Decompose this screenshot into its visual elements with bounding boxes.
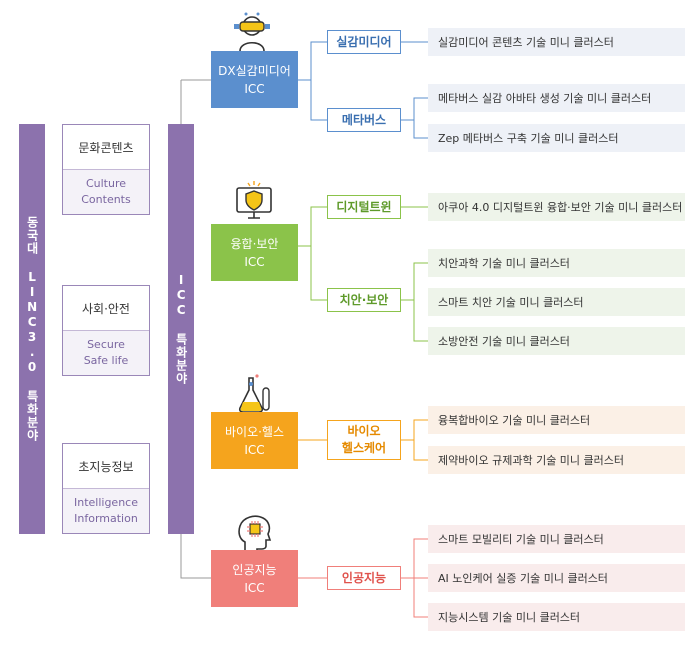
cluster-item: 치안과학 기술 미니 클러스터: [428, 249, 685, 277]
icc-subtitle: ICC: [244, 254, 265, 269]
icc-box-convergence-security: 융합·보안 ICC: [211, 224, 298, 281]
cluster-item: 스마트 모빌리티 기술 미니 클러스터: [428, 525, 685, 553]
cluster-item: 실감미디어 콘텐츠 기술 미니 클러스터: [428, 28, 685, 56]
monitor-shield-icon: [236, 181, 272, 219]
icc-subtitle: ICC: [244, 442, 265, 457]
linc-label: 동국대 LINC3.0 특화분야: [25, 216, 40, 442]
ai-brain-chip-icon: [238, 515, 272, 550]
cluster-item: AI 노인케어 실증 기술 미니 클러스터: [428, 564, 685, 592]
cluster-item: 아쿠아 4.0 디지털트윈 융합·보안 기술 미니 클러스터: [428, 193, 685, 221]
sub-digital-twin: 디지털트윈: [327, 195, 401, 219]
cluster-item: 소방안전 기술 미니 클러스터: [428, 327, 685, 355]
cluster-item: 융복합바이오 기술 미니 클러스터: [428, 406, 685, 434]
icc-bar-label: ICC 특화분야: [174, 273, 189, 385]
cluster-item: Zep 메타버스 구축 기술 미니 클러스터: [428, 124, 685, 152]
vr-headset-person-icon: [234, 12, 270, 52]
cluster-item: 지능시스템 기술 미니 클러스터: [428, 603, 685, 631]
sub-bio-healthcare: 바이오 헬스케어: [327, 420, 401, 460]
sub-metaverse: 메타버스: [327, 108, 401, 132]
icc-subtitle: ICC: [244, 580, 265, 595]
category-korean-label: 사회·안전: [63, 286, 149, 331]
icc-box-bio-health: 바이오·헬스 ICC: [211, 412, 298, 469]
icc-title: DX실감미디어: [218, 63, 291, 78]
cluster-item: 메타버스 실감 아바타 생성 기술 미니 클러스터: [428, 84, 685, 112]
sub-realistic-media: 실감미디어: [327, 30, 401, 54]
icc-box-artificial-intelligence: 인공지능 ICC: [211, 550, 298, 607]
linc-specialized-field-bar: 동국대 LINC3.0 특화분야: [19, 124, 45, 534]
sub-artificial-intelligence: 인공지능: [327, 566, 401, 590]
sub-police-security: 치안·보안: [327, 288, 401, 312]
category-korean-label: 문화콘텐츠: [63, 125, 149, 170]
lab-flask-icon: [238, 374, 270, 413]
icc-title: 융합·보안: [230, 236, 279, 251]
category-korean-label: 초지능정보: [63, 444, 149, 489]
icc-box-dx-realistic-media: DX실감미디어 ICC: [211, 51, 298, 108]
icc-title: 인공지능: [232, 562, 277, 577]
icc-title: 바이오·헬스: [224, 424, 284, 439]
cluster-item: 제약바이오 규제과학 기술 미니 클러스터: [428, 446, 685, 474]
cluster-item: 스마트 치안 기술 미니 클러스터: [428, 288, 685, 316]
icc-subtitle: ICC: [244, 81, 265, 96]
icc-specialized-field-bar: ICC 특화분야: [168, 124, 194, 534]
